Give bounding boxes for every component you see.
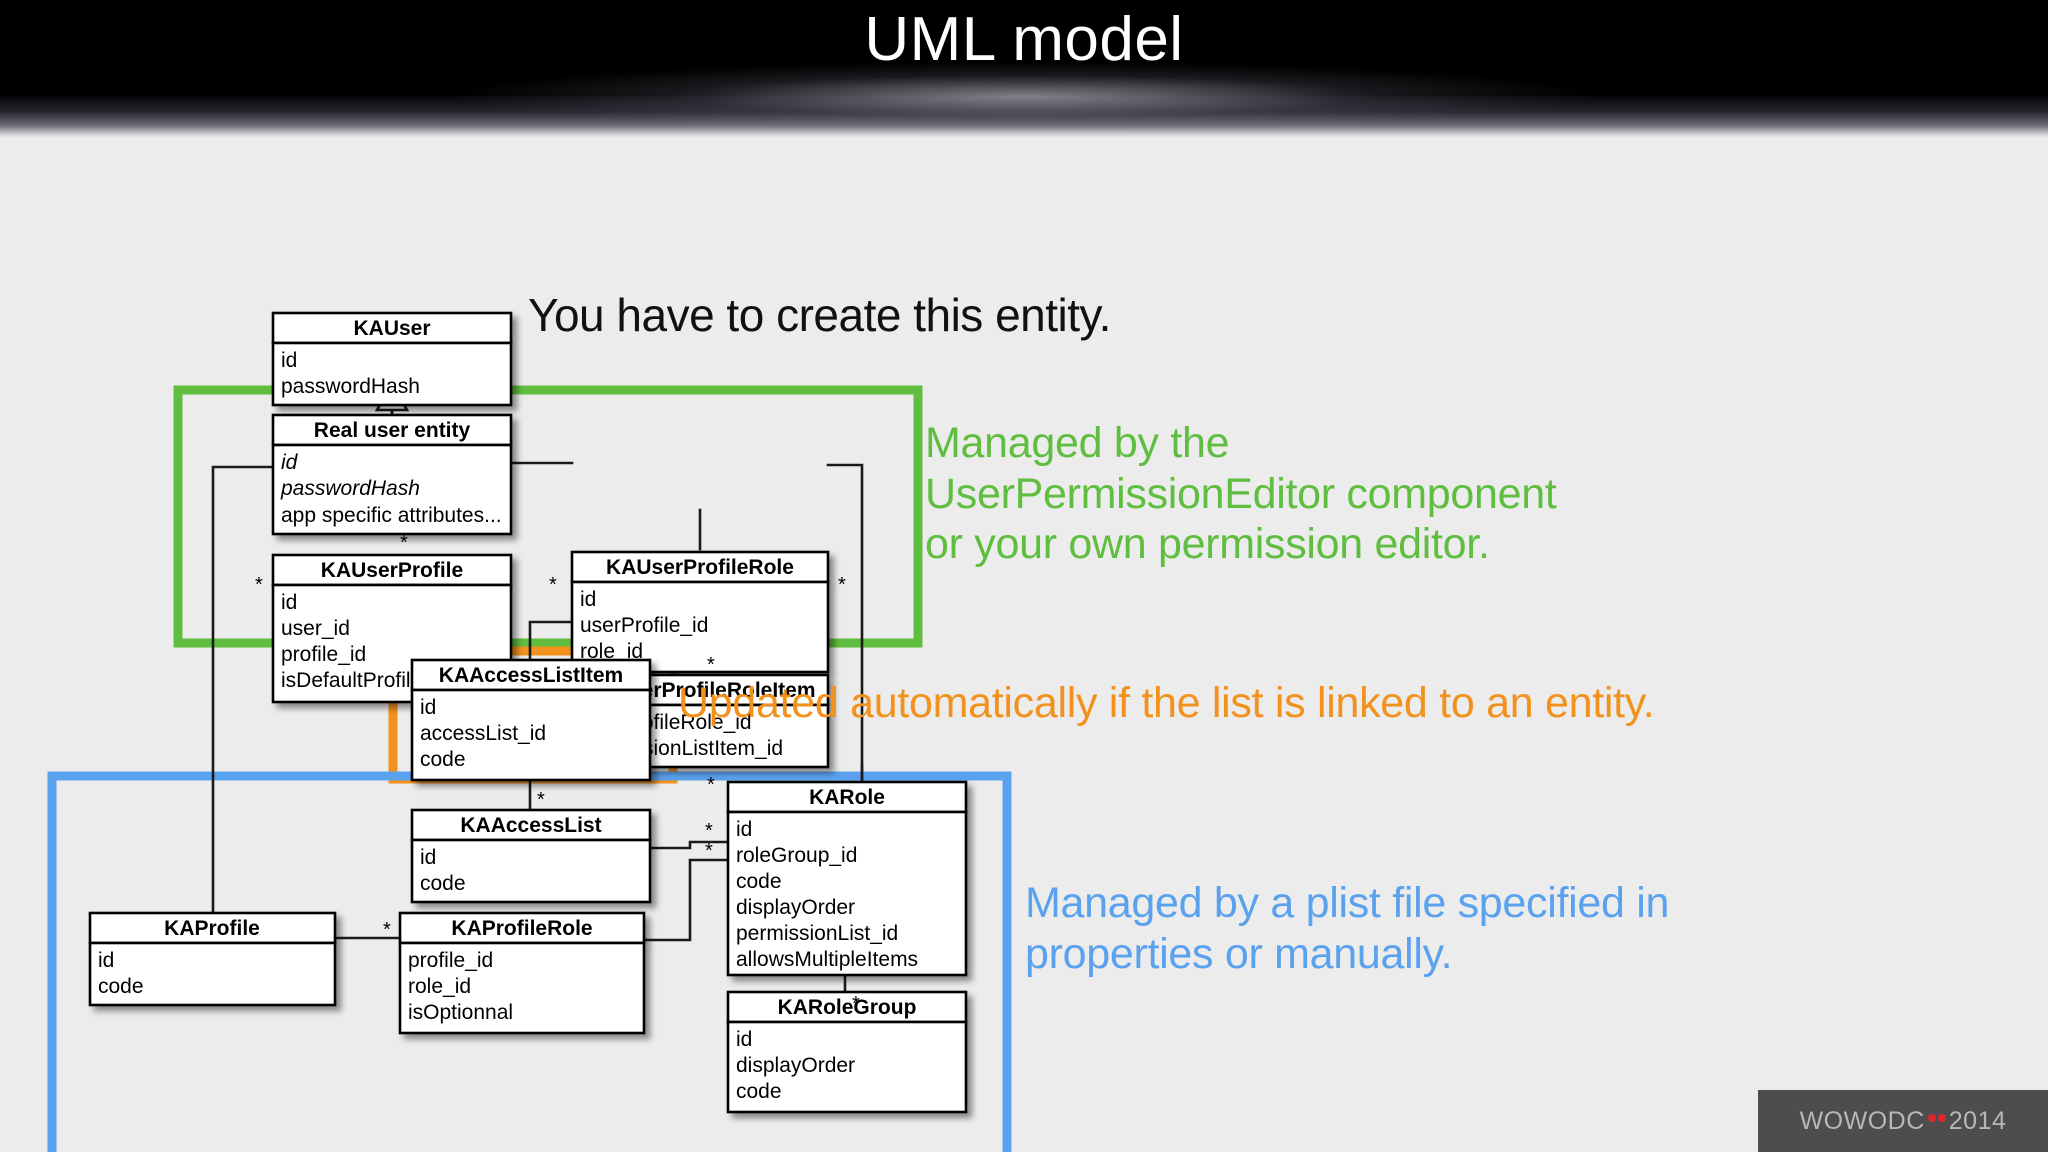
multiplicity-karole-left-upper: * — [705, 820, 713, 842]
uml-class-karole-title: KARole — [809, 786, 885, 809]
note-create-entity: You have to create this entity. — [528, 289, 1111, 341]
multiplicity-karole-left-lower: * — [705, 840, 713, 862]
note-managed-by-editor: Managed by the UserPermissionEditor comp… — [925, 419, 1557, 569]
uml-class-kauserprofile-title: KAUserProfile — [321, 559, 463, 582]
uml-class-kauserprofilerole-title: KAUserProfileRole — [606, 556, 794, 579]
multiplicity-kaprofilerole-left: * — [383, 919, 391, 941]
uml-class-karole-attr-1: roleGroup_id — [736, 844, 857, 867]
uml-class-karole-attr-4: permissionList_id — [736, 922, 898, 945]
uml-class-kaprofile-title: KAProfile — [164, 917, 260, 940]
slide-header-gradient — [0, 96, 2048, 138]
uml-class-real-user-entity[interactable] — [271, 413, 513, 536]
uml-class-kaaccesslist-attr-1: code — [420, 872, 466, 895]
uml-class-kauserprofile-attr-0: id — [281, 591, 297, 614]
uml-diagram-svg: KAUser id passwordHash Real user entity … — [47, 311, 1012, 1152]
note-managed-by-plist: Managed by a plist file specified in pro… — [1025, 879, 1670, 978]
wowodc-logo: WOWODC 2014 — [1758, 1090, 2048, 1152]
uml-class-kauser[interactable] — [271, 311, 513, 407]
uml-class-karolegroup-shape[interactable] — [726, 990, 968, 1114]
uml-class-kaprofilerole-attr-2: isOptionnal — [408, 1001, 513, 1024]
uml-class-karole-shape[interactable] — [726, 780, 968, 977]
multiplicity-kauserprofile-top: * — [400, 532, 408, 554]
group-frame-green — [173, 385, 923, 648]
multiplicity-accesslistitem-bottom: * — [537, 789, 545, 811]
uml-diagram-canvas: KAUser id passwordHash Real user entity … — [0, 130, 2048, 1152]
multiplicity-kauserprofilerole-right: * — [838, 574, 846, 596]
uml-class-kauserprofilerole-attr-2: role_id — [580, 640, 643, 663]
uml-class-real-user-entity-attr-1: passwordHash — [280, 477, 420, 500]
connector-accesslist-karole — [649, 840, 730, 850]
uml-class-kauserprofilerole-shape[interactable] — [570, 550, 830, 674]
uml-class-karolegroup-attr-0: id — [736, 1028, 752, 1051]
uml-class-kauser-attr-1: passwordHash — [281, 375, 420, 398]
connector-kaprofilerole-karole — [642, 858, 730, 942]
uml-class-kaprofilerole-attr-1: role_id — [408, 975, 471, 998]
uml-class-karolegroup-attr-1: displayOrder — [736, 1054, 855, 1077]
page-title: UML model — [864, 5, 1184, 74]
uml-class-kaaccesslist-attr-0: id — [420, 846, 436, 869]
connector-kauserprofile-kaprofile — [211, 465, 279, 920]
connector-kauserprofilerole-karole — [826, 463, 864, 783]
uml-class-kaprofile-shape[interactable] — [88, 911, 337, 1007]
uml-class-kaprofilerole-title: KAProfileRole — [451, 917, 592, 940]
uml-class-karole-attr-3: displayOrder — [736, 896, 855, 919]
uml-class-kauserprofilerole-attr-0: id — [580, 588, 596, 611]
uml-class-kaaccesslistitem-shape[interactable] — [410, 658, 652, 782]
uml-class-kaaccesslist-shape[interactable] — [410, 808, 652, 904]
uml-class-karole-attr-2: code — [736, 870, 782, 893]
multiplicity-roleitem-bottom: * — [707, 774, 715, 796]
multiplicity-kauserprofile-left: * — [255, 574, 263, 596]
uml-class-real-user-entity-attr-0: id — [281, 451, 299, 474]
uml-class-kauserprofile-attr-2: profile_id — [281, 643, 366, 666]
uml-class-kauser-title: KAUser — [353, 317, 430, 340]
uml-class-kaaccesslistitem-title: KAAccessListItem — [439, 664, 623, 687]
wowodc-logo-prefix: WOWODC — [1799, 1106, 1925, 1135]
uml-class-real-user-entity-title: Real user entity — [314, 419, 471, 442]
uml-class-kauserprofile-attr-3: isDefaultProfile — [281, 669, 422, 692]
uml-class-kaaccesslistitem-attr-2: code — [420, 748, 466, 771]
wowodc-logo-dots-icon — [1927, 1112, 1947, 1130]
uml-class-kaaccesslistitem-attr-0: id — [420, 696, 436, 719]
multiplicity-kauserprofilerole-left: * — [549, 574, 557, 596]
uml-class-karole-attr-5: allowsMultipleItems — [736, 948, 918, 971]
uml-class-kauserprofile-attr-1: user_id — [281, 617, 350, 640]
uml-class-karole-attr-0: id — [736, 818, 752, 841]
uml-class-kaaccesslist-title: KAAccessList — [460, 814, 601, 837]
uml-class-real-user-entity-attr-2: app specific attributes... — [281, 504, 502, 527]
uml-class-karolegroup-attr-2: code — [736, 1080, 782, 1103]
multiplicity-karolegroup-top: * — [852, 993, 860, 1015]
multiplicity-roleitem-top: * — [707, 654, 715, 676]
uml-class-kaaccesslistitem-attr-1: accessList_id — [420, 722, 546, 745]
uml-class-kaprofile-attr-0: id — [98, 949, 114, 972]
uml-class-kaprofile-attr-1: code — [98, 975, 144, 998]
uml-class-kauserprofilerole-attr-1: userProfile_id — [580, 614, 708, 637]
uml-class-kaprofilerole-shape[interactable] — [398, 911, 646, 1035]
note-updated-automatically: Updated automatically if the list is lin… — [678, 679, 1655, 727]
uml-class-kauser-attr-0: id — [281, 349, 297, 372]
uml-class-kaprofilerole-attr-0: profile_id — [408, 949, 493, 972]
wowodc-logo-year: 2014 — [1948, 1106, 2007, 1135]
uml-class-karolegroup-title: KARoleGroup — [778, 996, 917, 1019]
